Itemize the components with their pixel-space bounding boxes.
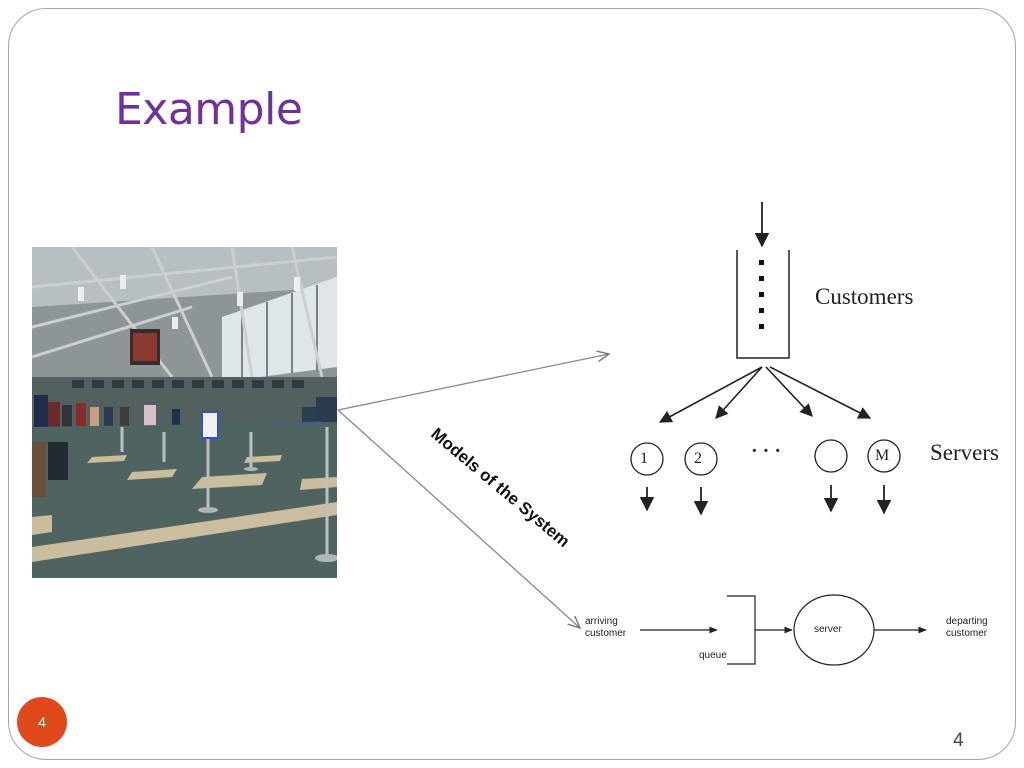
departing-label-line-1: departing (946, 616, 988, 627)
departing-customer-label: departing customer (946, 616, 988, 640)
arriving-customer-label: arriving customer (585, 616, 626, 640)
servers-ellipsis: · · · (751, 440, 782, 462)
arriving-label-line-1: arriving (585, 616, 618, 627)
server-m-label: M (875, 447, 890, 464)
servers-label: Servers (930, 440, 999, 465)
departing-label-line-2: customer (946, 628, 988, 639)
page-number: 4 (953, 730, 964, 751)
server-2-label: 2 (694, 450, 702, 467)
server-1-label: 1 (640, 450, 648, 467)
arriving-label-line-2: customer (585, 628, 627, 639)
server-label: server (814, 624, 842, 635)
queue-label: queue (699, 650, 727, 661)
slide-title: Example (115, 84, 303, 135)
airport-photo (32, 247, 337, 578)
customers-label: Customers (815, 284, 914, 309)
slide-number-badge: 4 (17, 697, 67, 747)
